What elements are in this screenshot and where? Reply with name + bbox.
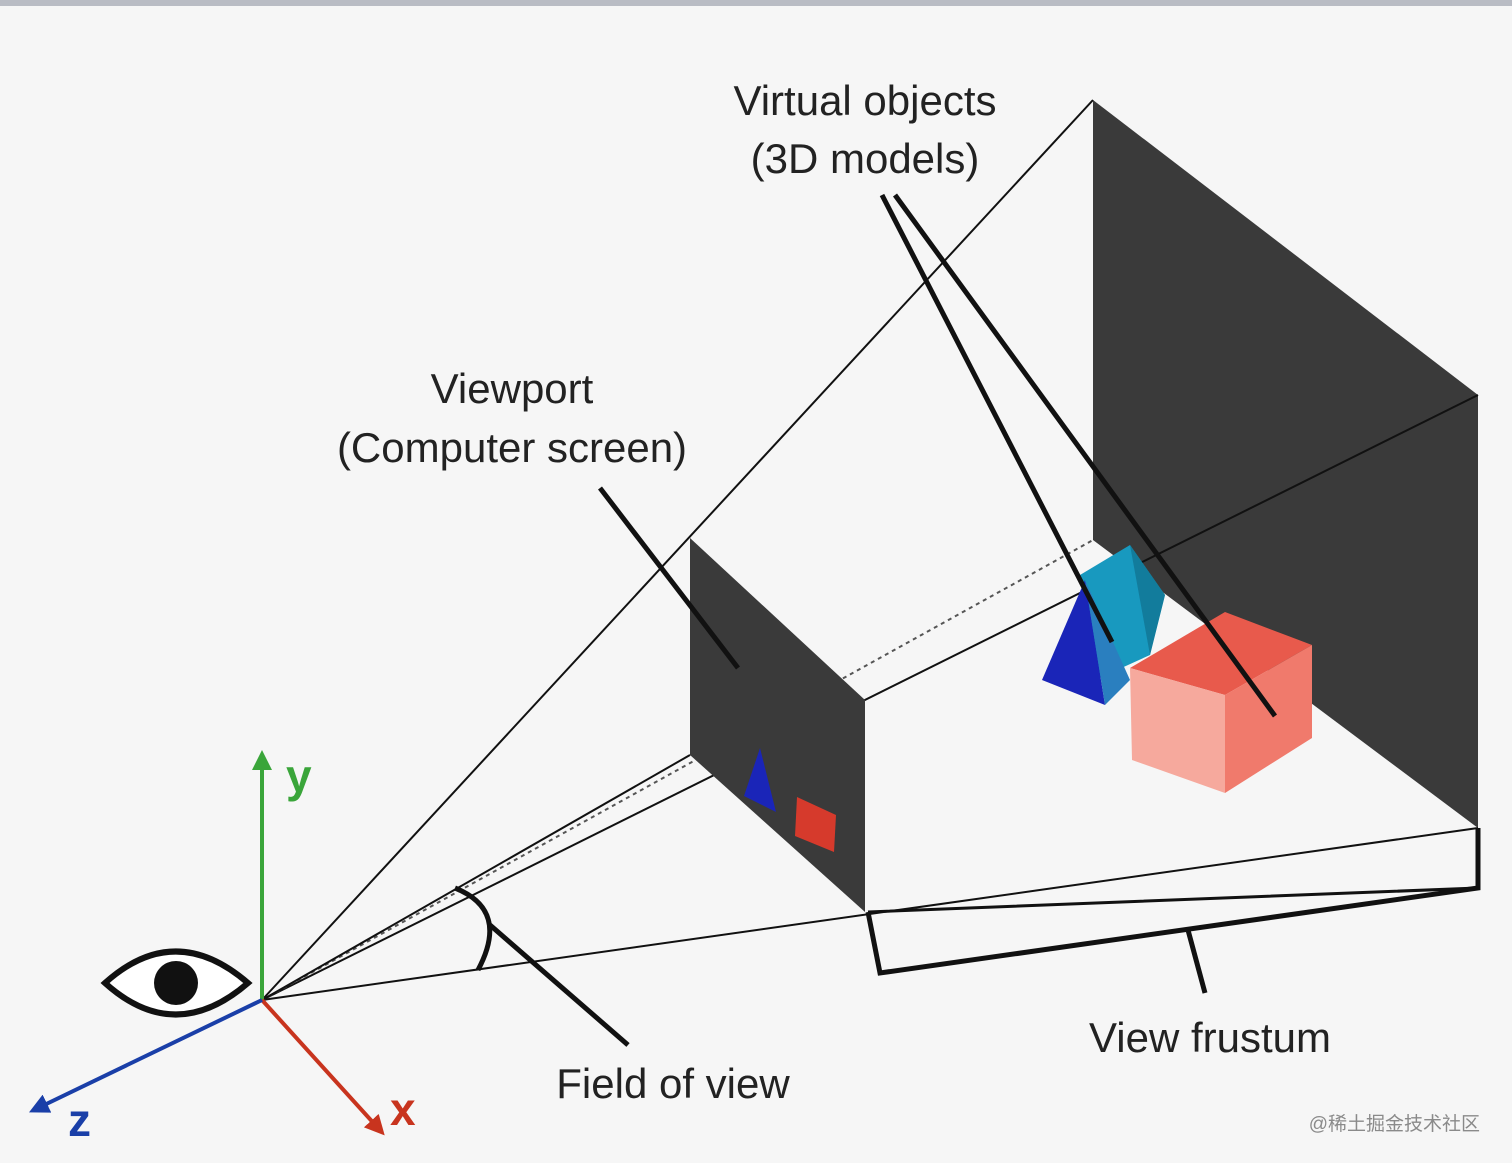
field-of-view-arc	[454, 885, 493, 972]
label-field-of-view: Field of view	[556, 1060, 790, 1107]
red-cube-front	[1130, 668, 1225, 793]
leader-virtual-objects-1	[879, 193, 1115, 644]
red-cube-top	[1130, 612, 1312, 695]
label-virtual-objects-line2: (3D models)	[751, 135, 980, 182]
red-cube-side	[1225, 645, 1312, 793]
frustum-edge-right-top	[261, 394, 1479, 1001]
label-z-axis: z	[68, 1094, 91, 1146]
frustum-edge-top	[261, 99, 1094, 1001]
projected-cube	[795, 797, 836, 852]
leader-viewport	[598, 486, 740, 670]
x-axis	[260, 998, 385, 1136]
z-axis	[28, 998, 263, 1113]
label-viewport-line1: Viewport	[431, 365, 594, 412]
viewport-plane	[690, 538, 865, 912]
leader-virtual-objects-2	[892, 193, 1278, 718]
watermark: @稀土掘金技术社区	[1309, 1113, 1480, 1135]
leader-field-of-view	[488, 923, 630, 1047]
label-virtual-objects-line1: Virtual objects	[733, 77, 996, 124]
cyan-cube-side	[1130, 545, 1165, 655]
label-y-axis: y	[286, 750, 312, 802]
frustum-edge-left-bottom	[261, 754, 691, 1001]
label-x-axis: x	[390, 1083, 416, 1135]
label-viewport-line2: (Computer screen)	[337, 424, 687, 471]
blue-pyramid	[1042, 580, 1105, 705]
leader-view-frustum	[1185, 929, 1208, 994]
projected-pyramid	[744, 748, 776, 812]
label-view-frustum: View frustum	[1089, 1014, 1331, 1061]
frustum-center-dotted	[261, 539, 1094, 1001]
far-plane	[1093, 100, 1478, 828]
eye-icon	[100, 948, 253, 1018]
top-border	[0, 0, 1512, 6]
view-frustum-bracket	[865, 828, 1481, 976]
